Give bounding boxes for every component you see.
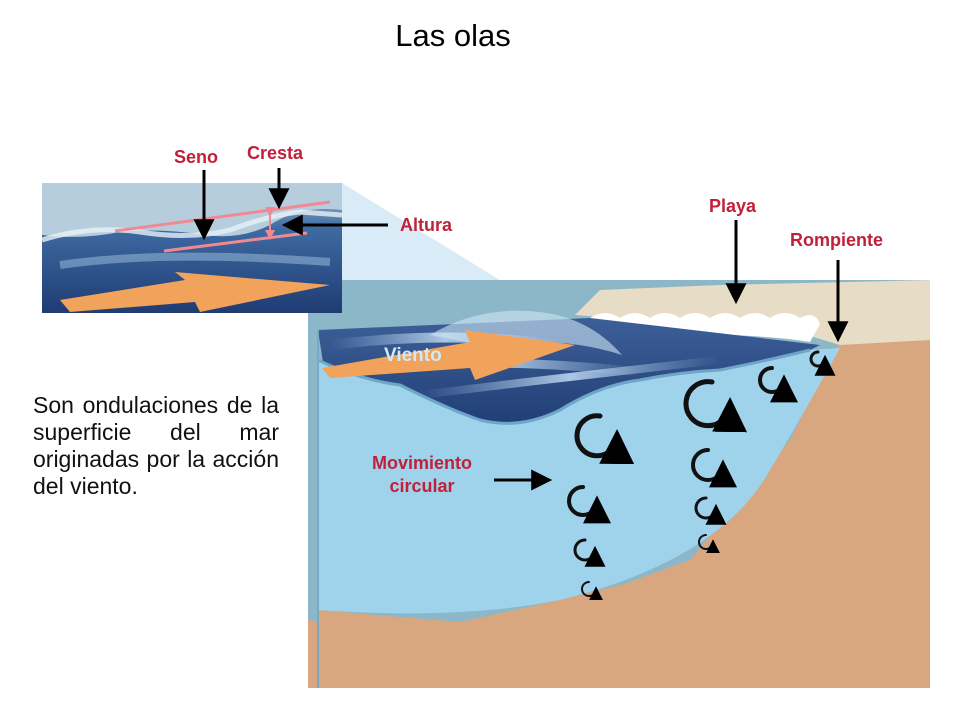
page-title: Las olas [395,18,511,53]
label-playa: Playa [709,196,757,216]
sea-side [318,348,840,614]
description-text: Son ondulaciones de la superficie del ma… [33,392,279,499]
label-movimiento-line1: Movimiento [371,453,472,473]
label-altura: Altura [400,215,453,235]
label-seno: Seno [174,147,219,167]
wind-arrow [322,330,575,380]
label-viento: Viento [384,345,442,366]
inset-zoom [41,183,343,313]
pointer-arrows [193,168,849,491]
label-movimiento-circular: Movimiento circular [352,452,492,498]
foam [590,313,820,342]
circular-motion-arrows [567,350,836,601]
label-movimiento-line2: circular [389,476,455,496]
label-rompiente: Rompiente [790,230,884,250]
label-cresta: Cresta [247,143,304,163]
